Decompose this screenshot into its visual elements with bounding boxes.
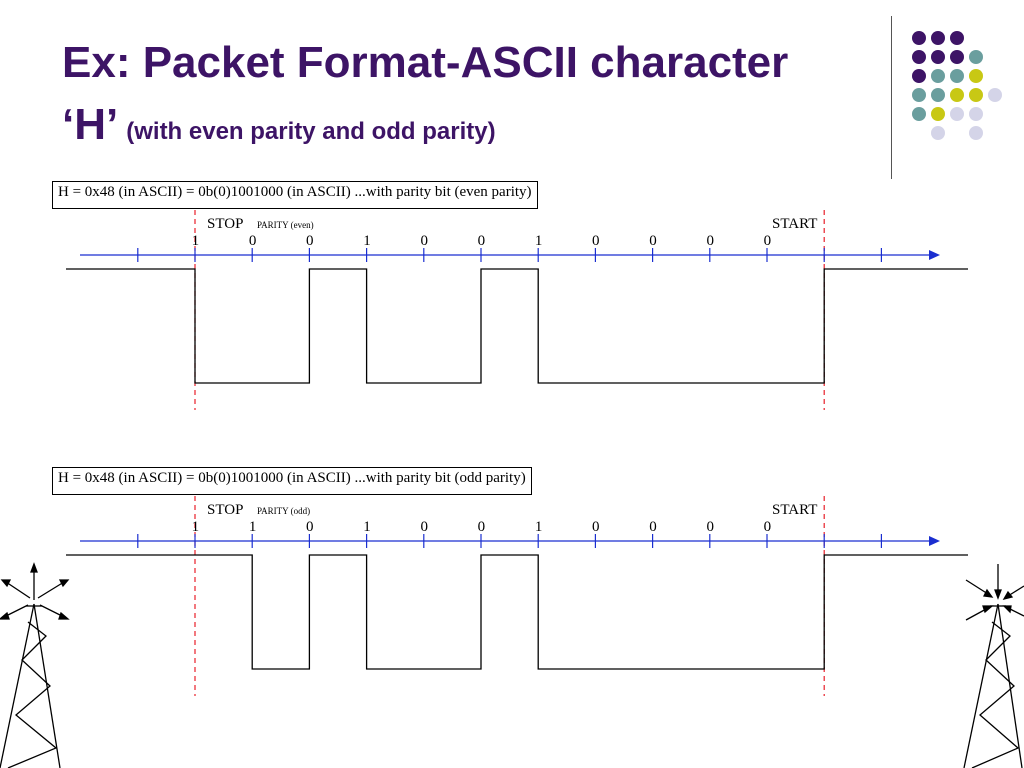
bit-value-label: 0 <box>592 233 600 249</box>
decorative-dot <box>912 69 926 83</box>
decorative-dot <box>988 88 1002 102</box>
decorative-dot <box>969 69 983 83</box>
bit-value-label: 1 <box>363 519 371 535</box>
bit-value-label: 0 <box>649 233 657 249</box>
signal-waveform <box>66 554 968 670</box>
decorative-dot <box>969 126 983 140</box>
stop-label: STOP <box>207 502 243 518</box>
bit-value-label: 0 <box>306 233 314 249</box>
time-axis-arrow <box>929 250 940 260</box>
decorative-dot <box>931 69 945 83</box>
bit-value-label: 0 <box>706 519 714 535</box>
decorative-dot <box>950 31 964 45</box>
decorative-dot <box>969 107 983 121</box>
bit-value-label: 0 <box>764 519 772 535</box>
bit-value-label: 1 <box>192 519 200 535</box>
title-char-h: ‘H’ <box>62 100 119 149</box>
bit-value-label: 0 <box>478 233 486 249</box>
decorative-dot <box>912 107 926 121</box>
bit-value-label: 1 <box>249 519 257 535</box>
bit-value-label: 0 <box>306 519 314 535</box>
bit-value-label: 1 <box>363 233 371 249</box>
parity-label: PARITY (odd) <box>257 506 310 516</box>
time-axis-arrow <box>929 536 940 546</box>
bit-value-label: 0 <box>249 233 257 249</box>
slide-subtitle: ‘H’ (with even parity and odd parity) <box>62 100 496 150</box>
decorative-dot <box>969 50 983 64</box>
start-label: START <box>772 216 817 232</box>
bit-value-label: 1 <box>192 233 200 249</box>
bit-value-label: 0 <box>649 519 657 535</box>
caption-even-parity: H = 0x48 (in ASCII) = 0b(0)1001000 (in A… <box>52 181 538 209</box>
decorative-dot <box>931 31 945 45</box>
decorative-dot <box>931 50 945 64</box>
decorative-dot <box>912 50 926 64</box>
decorative-dot <box>931 88 945 102</box>
decorative-dot <box>912 31 926 45</box>
start-label: START <box>772 502 817 518</box>
decorative-dot <box>950 107 964 121</box>
bit-value-label: 0 <box>706 233 714 249</box>
bit-value-label: 0 <box>478 519 486 535</box>
bit-value-label: 0 <box>420 233 428 249</box>
decorative-dot <box>969 88 983 102</box>
parity-label: PARITY (even) <box>257 220 314 230</box>
title-parity-note: (with even parity and odd parity) <box>126 118 496 145</box>
stop-label: STOP <box>207 216 243 232</box>
decorative-dot <box>931 107 945 121</box>
decorative-dot <box>950 69 964 83</box>
decorative-dot <box>912 88 926 102</box>
bit-value-label: 1 <box>535 519 543 535</box>
decorative-dot <box>931 126 945 140</box>
slide-title: Ex: Packet Format-ASCII character <box>62 38 789 87</box>
title-divider <box>891 16 892 179</box>
signal-waveform <box>66 268 968 384</box>
bit-value-label: 0 <box>764 233 772 249</box>
bit-value-label: 1 <box>535 233 543 249</box>
decorative-dot <box>950 50 964 64</box>
bit-value-label: 0 <box>592 519 600 535</box>
decorative-dot <box>950 88 964 102</box>
caption-odd-parity: H = 0x48 (in ASCII) = 0b(0)1001000 (in A… <box>52 467 532 495</box>
bit-value-label: 0 <box>420 519 428 535</box>
